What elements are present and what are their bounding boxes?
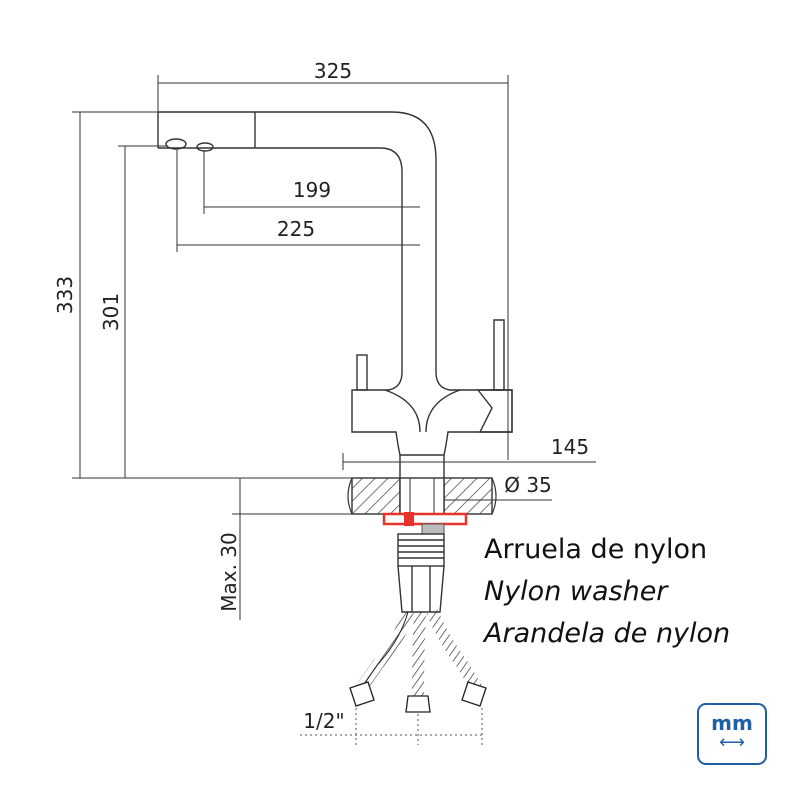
dim-max-thickness: Max. 30: [217, 477, 400, 620]
washer-label-es: Arandela de nylon: [482, 618, 730, 649]
aerator-nozzle-2: [196, 142, 214, 152]
dim-hose-thread-label: 1/2": [303, 709, 344, 733]
mounting-shank: [397, 533, 445, 613]
double-arrow-icon: ⟷: [719, 732, 745, 753]
washer-callout: Arruela de nylon Nylon washer Arandela d…: [482, 534, 730, 649]
dim-width-total: 325: [157, 59, 509, 460]
dim-reach-outer-label: 225: [277, 217, 315, 241]
countertop-section: [347, 477, 497, 515]
washer-label-pt: Arruela de nylon: [484, 534, 707, 565]
dim-height-total: 333: [53, 111, 352, 479]
dim-hole-diameter: Ø 35: [444, 473, 552, 501]
faucet-outline: [157, 111, 513, 478]
nylon-washer: [382, 512, 468, 535]
dim-hole-diameter-label: Ø 35: [504, 473, 552, 497]
unit-label: mm: [711, 711, 753, 735]
dim-base-width: 145: [342, 435, 596, 470]
braided-hoses: [349, 609, 487, 713]
dim-height-spout-label: 301: [99, 293, 123, 331]
dim-reach-inner-label: 199: [293, 178, 331, 202]
dim-reach-inner: 199: [203, 150, 420, 214]
dim-hose-thread: 1/2": [300, 708, 483, 745]
dim-width-total-label: 325: [314, 59, 352, 83]
dim-height-total-label: 333: [53, 276, 77, 314]
washer-label-en: Nylon washer: [484, 576, 669, 607]
hose-fitting-left: [349, 681, 375, 707]
dim-max-thickness-label: Max. 30: [217, 532, 241, 612]
hose-fitting-center: [405, 695, 431, 713]
dim-base-width-label: 145: [551, 435, 589, 459]
aerator-nozzle-1: [165, 138, 187, 150]
dim-height-spout: 301: [99, 145, 168, 478]
dim-reach-outer: 225: [176, 150, 420, 252]
hose-fitting-right: [461, 681, 487, 707]
unit-badge: mm ⟷: [697, 703, 767, 765]
